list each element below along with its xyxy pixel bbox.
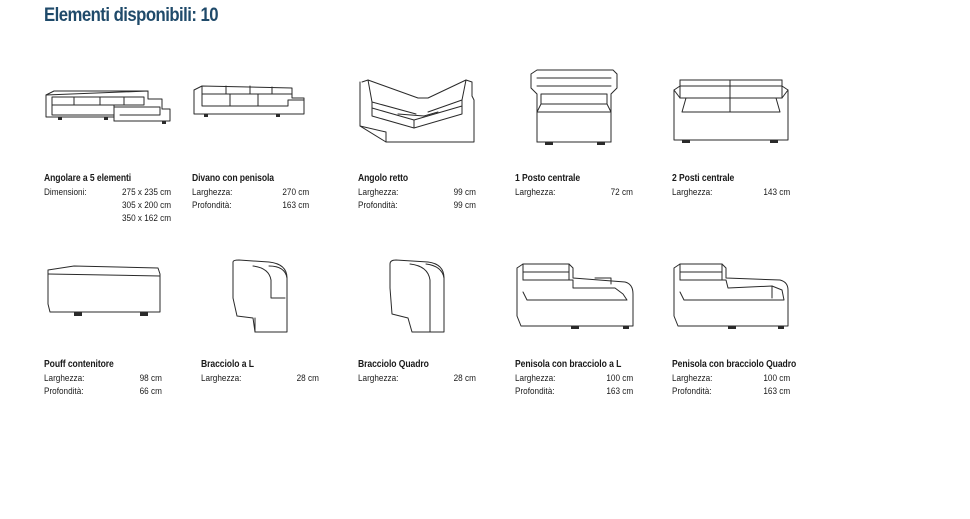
spec-label: Profondità: xyxy=(672,386,712,397)
spec-label: Profondità: xyxy=(515,386,555,397)
item-card: Angolare a 5 elementi Dimensioni: 275 x … xyxy=(44,85,174,230)
spec-value: 143 cm xyxy=(763,187,790,198)
chaise-l-armrest-drawing xyxy=(516,263,634,329)
spec-value: 100 cm xyxy=(763,373,790,384)
spec-label: Profondità: xyxy=(192,200,232,211)
sofa-with-chaise-drawing xyxy=(193,85,305,117)
item-card: Divano con penisola Larghezza: 270 cm Pr… xyxy=(192,82,312,222)
spec-value: 66 cm xyxy=(139,386,162,397)
one-seat-central-drawing xyxy=(530,69,618,145)
spec-value: 98 cm xyxy=(139,373,162,384)
chaise-square-armrest-drawing xyxy=(673,263,789,329)
spec-value: 350 x 162 cm xyxy=(121,213,171,224)
spec-label: Larghezza: xyxy=(515,187,556,198)
item-name: Pouff contenitore xyxy=(44,359,114,370)
spec-label: Larghezza: xyxy=(44,373,85,384)
spec-label: Profondità: xyxy=(44,386,84,397)
spec-label: Profondità: xyxy=(358,200,398,211)
spec-value: 28 cm xyxy=(296,373,319,384)
spec-label: Larghezza: xyxy=(672,373,713,384)
item-card: 2 Posti centrale Larghezza: 143 cm xyxy=(672,76,792,208)
item-card: 1 Posto centrale Larghezza: 72 cm xyxy=(515,68,635,208)
item-card: Bracciolo a L Larghezza: 28 cm xyxy=(201,258,321,398)
spec-label: Larghezza: xyxy=(192,187,233,198)
item-name: 2 Posti centrale xyxy=(672,173,735,184)
spec-value: 275 x 235 cm xyxy=(121,187,171,198)
spec-value: 28 cm xyxy=(453,373,476,384)
item-name: 1 Posto centrale xyxy=(515,173,581,184)
spec-label: Larghezza: xyxy=(358,187,399,198)
storage-pouf-drawing xyxy=(47,265,161,316)
item-card: Angolo retto Larghezza: 99 cm Profondità… xyxy=(358,76,478,222)
item-card: Pouff contenitore Larghezza: 98 cm Profo… xyxy=(44,264,164,404)
l-armrest-drawing xyxy=(232,259,288,333)
page-title: Elementi disponibili: 10 xyxy=(44,5,219,26)
item-name: Divano con penisola xyxy=(192,173,274,184)
spec-value: 99 cm xyxy=(453,187,476,198)
square-armrest-drawing xyxy=(389,259,445,333)
spec-value: 305 x 200 cm xyxy=(121,200,171,211)
spec-label: Larghezza: xyxy=(358,373,399,384)
item-name: Penisola con bracciolo Quadro xyxy=(672,359,797,370)
item-name: Angolare a 5 elementi xyxy=(44,173,132,184)
spec-value: 270 cm xyxy=(282,187,309,198)
spec-value: 72 cm xyxy=(610,187,633,198)
spec-value: 163 cm xyxy=(282,200,309,211)
spec-label: Larghezza: xyxy=(201,373,242,384)
item-card: Bracciolo Quadro Larghezza: 28 cm xyxy=(358,258,478,398)
spec-value: 100 cm xyxy=(606,373,633,384)
two-seat-central-drawing xyxy=(673,79,789,143)
item-card: Penisola con bracciolo Quadro Larghezza:… xyxy=(672,260,796,400)
item-name: Penisola con bracciolo a L xyxy=(515,359,622,370)
spec-value: 163 cm xyxy=(606,386,633,397)
spec-label: Larghezza: xyxy=(672,187,713,198)
spec-label: Larghezza: xyxy=(515,373,556,384)
item-name: Angolo retto xyxy=(358,173,409,184)
spec-label: Dimensioni: xyxy=(44,187,87,198)
item-name: Bracciolo a L xyxy=(201,359,254,370)
corner-5-elements-sofa-drawing xyxy=(45,90,171,124)
item-card: Penisola con bracciolo a L Larghezza: 10… xyxy=(515,260,635,400)
spec-value: 163 cm xyxy=(763,386,790,397)
spec-value: 99 cm xyxy=(453,200,476,211)
item-name: Bracciolo Quadro xyxy=(358,359,429,370)
right-angle-corner-drawing xyxy=(359,79,475,143)
